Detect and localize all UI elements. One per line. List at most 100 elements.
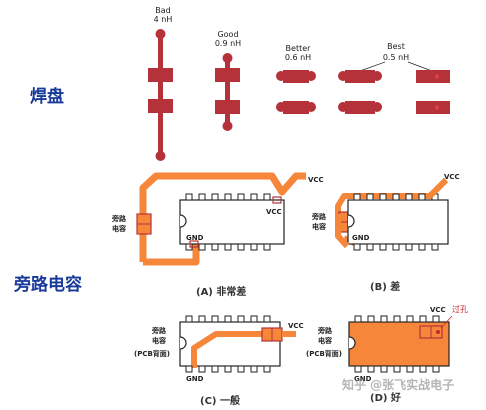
ic-pin	[406, 315, 414, 323]
better-via-top-right	[306, 71, 316, 81]
ic-pin	[432, 315, 440, 323]
layout-d-gnd-label: GND	[354, 375, 372, 383]
layout-c-gnd-label: GND	[186, 375, 204, 383]
ic-pin	[366, 243, 374, 251]
caption-d: (D) 好	[370, 393, 401, 404]
layout-a-gnd-pin	[189, 240, 199, 248]
better-inductance-value: 0.6 nH	[284, 53, 312, 62]
best-side-via-1	[338, 71, 348, 81]
pad-best	[338, 61, 450, 114]
ic-pin	[354, 315, 362, 323]
bad-rating-label: Bad	[155, 6, 171, 15]
bypass-section-label: 旁路电容	[14, 275, 82, 295]
layout-c	[179, 315, 296, 373]
best-pointer-right	[407, 61, 433, 72]
ic-pin	[224, 243, 232, 251]
bad-via-bottom	[155, 151, 166, 161]
ic-pin	[211, 315, 219, 323]
layout-a-vcc-label: VCC	[308, 176, 324, 184]
ic-pin	[224, 315, 232, 323]
layout-a-gnd-trace	[143, 244, 200, 266]
bad-pad-top	[148, 68, 173, 82]
ic-pin	[198, 193, 206, 201]
caption-b: (B) 差	[370, 282, 401, 293]
layout-b-cap-label: 旁路 电容	[312, 213, 326, 231]
layout-a-vcc-pin-label: VCC	[266, 208, 282, 216]
best-inpad-via-top	[435, 74, 439, 79]
best-side-via-2	[372, 71, 382, 81]
layout-b-vcc-label: VCC	[444, 173, 460, 181]
best-inpad-bottom	[416, 101, 450, 114]
ic-pin	[211, 243, 219, 251]
best-inpad-via-bottom	[435, 105, 439, 110]
ic-pin	[263, 365, 271, 373]
best-pointer-left	[359, 61, 386, 72]
watermark: 知乎 @张飞实战电子	[342, 378, 455, 392]
pad-bad	[148, 29, 173, 161]
layout-d-pcb-back-label: (PCB背面)	[306, 350, 343, 358]
ic-pin	[393, 365, 401, 373]
bad-long-trace	[158, 36, 163, 154]
layout-a-ic	[179, 199, 285, 245]
ic-pin	[392, 243, 400, 251]
best-side-pad-bottom	[345, 101, 375, 114]
ic-pin	[380, 315, 388, 323]
ic-pin	[263, 315, 271, 323]
better-via-bottom-right	[306, 102, 316, 112]
bad-inductance-value: 4 nH	[153, 15, 173, 24]
layout-a-cap-label: 旁路 电容	[112, 215, 126, 233]
layout-c-cap-label: 旁路 电容	[152, 327, 166, 345]
layout-c-pcb-back-label: (PCB背面)	[134, 350, 171, 358]
ic-pin	[393, 315, 401, 323]
pad-good	[215, 53, 240, 131]
layout-a-ic-body	[179, 199, 285, 245]
ic-pin	[419, 315, 427, 323]
ic-pin	[354, 365, 362, 373]
ic-pin	[418, 193, 426, 201]
ic-pin	[237, 315, 245, 323]
best-inpad-top	[416, 70, 450, 83]
good-via-top	[222, 53, 233, 63]
layout-d	[348, 315, 453, 373]
ic-pin	[367, 315, 375, 323]
ic-pin	[198, 315, 206, 323]
best-rating-label: Best	[387, 42, 405, 51]
caption-c: (C) 一般	[200, 396, 240, 407]
good-pad-top	[215, 68, 240, 82]
ic-pin	[406, 365, 414, 373]
bad-via-top	[155, 29, 166, 39]
best-side-via-3	[338, 102, 348, 112]
good-rating-label: Good	[217, 30, 239, 39]
ic-pin	[250, 315, 258, 323]
ic-pin	[211, 365, 219, 373]
ic-pin	[250, 365, 258, 373]
ic-pin	[211, 193, 219, 201]
better-via-top-left	[276, 71, 286, 81]
best-side-pad-top	[345, 70, 375, 83]
ic-pin	[353, 243, 361, 251]
layout-a-gnd-label: GND	[186, 234, 204, 242]
ic-pin	[431, 243, 439, 251]
layout-a-vcc-trace	[139, 172, 306, 262]
layout-d-via-pointer	[440, 315, 453, 329]
ic-pin	[185, 365, 193, 373]
better-pad-bottom	[283, 101, 309, 114]
layout-b	[335, 177, 449, 251]
ic-pin	[250, 193, 258, 201]
via-annotation: 过孔	[452, 305, 468, 314]
good-pad-bottom	[215, 100, 240, 114]
best-inductance-value: 0.5 nH	[382, 53, 410, 62]
ic-pin	[237, 243, 245, 251]
layout-d-via	[436, 330, 440, 334]
ic-pin	[224, 365, 232, 373]
ic-pin	[380, 365, 388, 373]
ic-pin	[432, 365, 440, 373]
ic-pin	[198, 365, 206, 373]
ic-pin	[353, 193, 361, 201]
ic-pin	[224, 193, 232, 201]
ic-pin	[198, 243, 206, 251]
good-inductance-value: 0.9 nH	[214, 39, 242, 48]
ic-pin	[418, 243, 426, 251]
pads-section-label: 焊盘	[30, 87, 64, 107]
